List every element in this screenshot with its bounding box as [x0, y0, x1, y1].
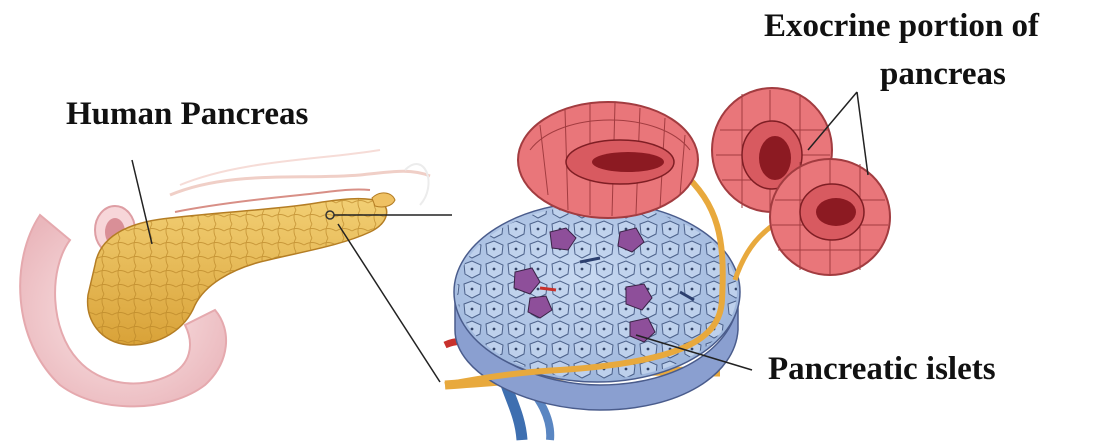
acinus-1: [518, 102, 698, 218]
human-pancreas-illustration: [20, 150, 430, 406]
pancreatic-islets-label: Pancreatic islets: [768, 351, 996, 387]
islet-and-acini-illustration: [445, 88, 890, 440]
exocrine-label-line1: Exocrine portion of: [764, 8, 1039, 44]
acinus-3: [770, 159, 890, 275]
human-pancreas-label: Human Pancreas: [66, 96, 308, 132]
exocrine-pointer-2: [857, 92, 868, 175]
exocrine-label-line2: pancreas: [880, 56, 1006, 92]
zoom-line-bottom: [338, 224, 440, 382]
